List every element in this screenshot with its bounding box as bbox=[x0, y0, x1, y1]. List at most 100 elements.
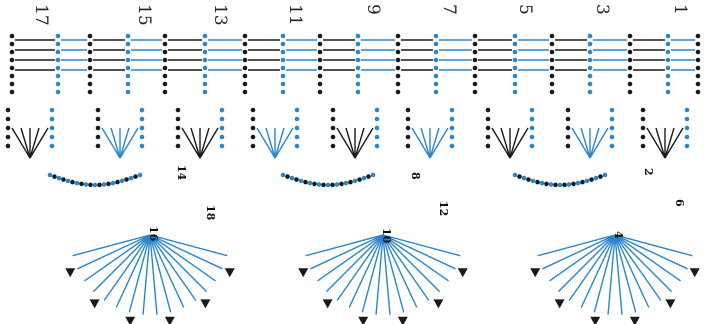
chain-stitch bbox=[175, 134, 181, 140]
chain-stitch bbox=[219, 107, 225, 113]
double-crochet-stitch bbox=[382, 234, 456, 270]
row-number-15: 15 bbox=[134, 4, 154, 26]
chain-stitch bbox=[87, 73, 93, 79]
chain-stitch bbox=[55, 65, 61, 71]
double-crochet-stitch bbox=[29, 127, 49, 159]
arrow-marker bbox=[433, 299, 444, 309]
chain-stitch bbox=[549, 57, 555, 63]
chain-stitch bbox=[49, 125, 55, 131]
chain-stitch bbox=[97, 182, 102, 188]
chain-stitch bbox=[405, 125, 411, 131]
chain-stitch bbox=[665, 49, 671, 55]
chain-stitch bbox=[587, 57, 593, 63]
chain-stitch bbox=[529, 143, 535, 149]
chain-stitch bbox=[162, 49, 168, 55]
double-crochet-stitch bbox=[571, 127, 591, 159]
chain-stitch bbox=[609, 125, 615, 131]
chain-stitch bbox=[242, 57, 248, 63]
row-number-13: 13 bbox=[210, 4, 230, 26]
chain-stitch bbox=[303, 179, 308, 185]
chain-stitch bbox=[472, 33, 478, 39]
chain-stitch bbox=[9, 81, 15, 87]
chain-stitch bbox=[665, 73, 671, 79]
double-crochet-stitch bbox=[149, 234, 197, 301]
chain-stitch bbox=[175, 143, 181, 149]
chain-stitch bbox=[549, 89, 555, 95]
double-crochet-stitch bbox=[274, 127, 294, 159]
double-crochet-stitch bbox=[199, 127, 210, 159]
chain-stitch bbox=[512, 49, 518, 55]
chain-stitch bbox=[449, 125, 455, 131]
chain-stitch bbox=[125, 57, 131, 63]
inner-labels: 14 16 18 8 10 12 2 4 6 bbox=[147, 165, 686, 244]
chain-stitch bbox=[106, 181, 111, 187]
arrow-marker bbox=[125, 316, 136, 324]
chain-stitch bbox=[405, 134, 411, 140]
chain-stitch bbox=[598, 174, 603, 179]
chain-stitch bbox=[575, 180, 581, 186]
chain-stitch bbox=[553, 182, 558, 188]
chain-stitch bbox=[219, 125, 225, 131]
chain-stitch bbox=[395, 57, 401, 63]
chain-stitch bbox=[250, 116, 256, 122]
chain-stitch bbox=[133, 174, 138, 179]
chain-stitch bbox=[529, 116, 535, 122]
chain-stitch bbox=[55, 49, 61, 55]
chain-stitch bbox=[162, 33, 168, 39]
chain-stitch bbox=[549, 41, 555, 47]
chain-stitch bbox=[317, 81, 323, 87]
chain-stitch bbox=[602, 172, 608, 178]
chain-stitch bbox=[374, 125, 380, 131]
double-crochet-stitch bbox=[149, 234, 223, 270]
double-crochet-stitch bbox=[128, 234, 151, 313]
row-number-1: 1 bbox=[670, 4, 690, 15]
chain-stitch bbox=[219, 143, 225, 149]
chain-stitch bbox=[280, 41, 286, 47]
chain-stitch bbox=[330, 116, 336, 122]
chain-stitch bbox=[175, 116, 181, 122]
chain-stitch bbox=[374, 143, 380, 149]
chain-stitch bbox=[587, 49, 593, 55]
chain-stitch bbox=[339, 181, 344, 187]
chain-stitch bbox=[485, 143, 491, 149]
chain-stitch bbox=[280, 73, 286, 79]
chain-stitch bbox=[665, 89, 671, 95]
chain-stitch bbox=[330, 134, 336, 140]
double-crochet-stitch bbox=[542, 234, 616, 270]
chain-stitch bbox=[584, 178, 590, 184]
arrow-marker bbox=[665, 299, 676, 309]
chain-stitch bbox=[684, 143, 690, 149]
chain-stitch bbox=[512, 41, 518, 47]
chain-stitch bbox=[125, 81, 131, 87]
chain-stitch bbox=[139, 143, 145, 149]
double-crochet-stitch bbox=[646, 127, 666, 159]
row-number-7: 7 bbox=[439, 4, 459, 15]
chain-stitch bbox=[125, 73, 131, 79]
chain-stitch bbox=[321, 182, 326, 188]
chain-stitch bbox=[56, 175, 62, 181]
inner-label-2: 2 bbox=[642, 168, 655, 176]
chain-stitch bbox=[70, 179, 75, 185]
double-crochet-stitch bbox=[345, 127, 356, 159]
arrow-marker bbox=[358, 316, 369, 324]
chain-stitch bbox=[242, 89, 248, 95]
chain-stitch bbox=[684, 125, 690, 131]
double-crochet-stitch bbox=[149, 234, 185, 308]
arrow-marker bbox=[164, 316, 175, 324]
chain-stitch bbox=[348, 179, 353, 185]
chain-stitch bbox=[280, 89, 286, 95]
chain-stitch bbox=[49, 107, 55, 113]
chain-stitch bbox=[485, 134, 491, 140]
chain-stitch bbox=[202, 49, 208, 55]
double-crochet-stitch bbox=[509, 127, 529, 159]
double-crochet-stitch bbox=[491, 127, 511, 159]
chain-stitch bbox=[298, 178, 304, 184]
double-crochet-stitch bbox=[77, 234, 151, 270]
chain-stitch bbox=[87, 33, 93, 39]
inner-label-18: 18 bbox=[204, 205, 217, 221]
chain-stitch bbox=[627, 33, 633, 39]
chain-stitch bbox=[139, 134, 145, 140]
double-crochet-stitch bbox=[589, 127, 609, 159]
chain-stitch bbox=[395, 89, 401, 95]
